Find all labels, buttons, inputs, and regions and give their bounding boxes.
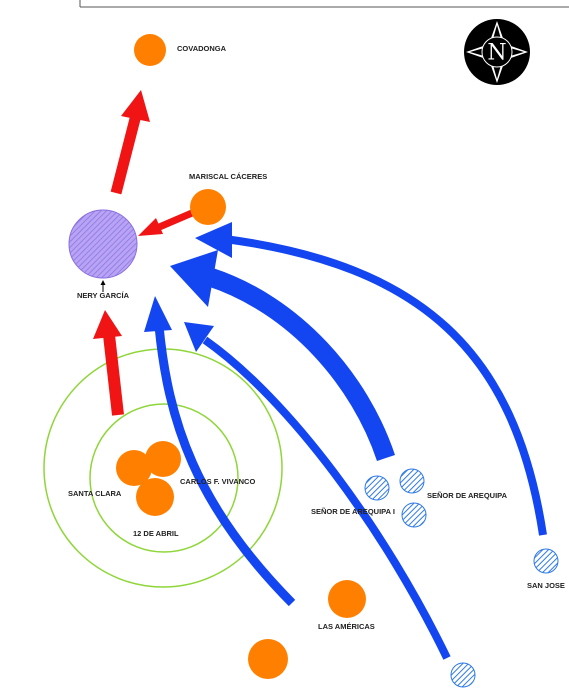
flow-to-covadonga-head: [121, 90, 150, 122]
site-senor-arequipa-2: [399, 468, 425, 494]
flow-senor-arequipa: [206, 267, 396, 462]
flow-from-mariscal-head: [138, 218, 163, 236]
site-senor-arequipa-3: [401, 502, 427, 528]
site-senor-arequipa-1: [364, 475, 390, 501]
flow-senor-arequipa-head: [170, 250, 218, 307]
site-las-americas: [328, 580, 366, 618]
flow-to-covadonga: [110, 113, 142, 195]
flow-san-jose-head: [195, 222, 232, 258]
site-san-jose: [533, 548, 559, 574]
site-bottom-blue: [450, 662, 476, 688]
site-mariscal-caceres: [190, 189, 226, 225]
label-covadonga: COVADONGA: [177, 44, 227, 53]
flow-from-ring-head: [93, 310, 122, 339]
flow-las-americas: [154, 325, 296, 607]
label-las-americas: LAS AMÉRICAS: [318, 622, 375, 631]
flow-bottom-site: [202, 336, 451, 660]
label-santa-clara: SANTA CLARA: [68, 489, 122, 498]
map-frame: [79, 0, 569, 8]
blue-flows: [144, 222, 547, 660]
site-carlos-vivanco: [145, 441, 181, 477]
flow-san-jose: [224, 235, 547, 536]
label-carlos-vivanco: CARLOS F. VIVANCO: [180, 477, 255, 486]
label-mariscal-caceres: MARISCAL CÁCERES: [189, 172, 267, 181]
flow-las-americas-head: [144, 296, 172, 332]
compass-letter: N: [487, 41, 506, 66]
flow-from-ring: [103, 334, 124, 416]
label-senor-arequipa-i: SEÑOR DE AREQUIPA I: [311, 507, 395, 516]
hub-label: NERY GARCÍA: [77, 291, 130, 300]
flow-bottom-site-head: [184, 322, 214, 352]
blue-sites: [364, 468, 559, 688]
hub-nery-garcia: NERY GARCÍA: [68, 209, 138, 300]
label-12-de-abril: 12 DE ABRIL: [133, 529, 179, 538]
site-covadonga: [134, 34, 166, 66]
site-12-de-abril: [136, 478, 174, 516]
label-san-jose: SAN JOSE: [527, 581, 565, 590]
flow-from-mariscal: [155, 209, 194, 232]
orange-sites: [116, 34, 366, 679]
north-arrow-icon: N: [464, 19, 530, 85]
site-bottom: [248, 639, 288, 679]
inner-ring: [89, 403, 239, 553]
label-senor-arequipa: SEÑOR DE AREQUIPA: [427, 491, 508, 500]
site-santa-clara: [116, 450, 152, 486]
place-labels: COVADONGA MARISCAL CÁCERES SANTA CLARA C…: [68, 44, 565, 631]
red-flows: [93, 90, 194, 416]
